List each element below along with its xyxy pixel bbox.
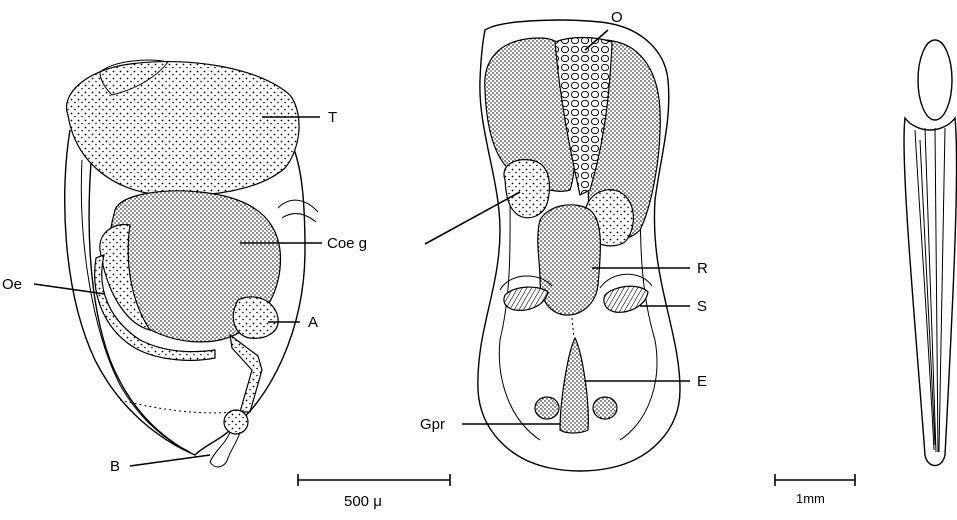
lateral-pouch-left — [504, 160, 549, 218]
basal-bulb — [224, 410, 248, 434]
leader-Coe-g-middle — [425, 192, 520, 244]
leader-B — [130, 455, 210, 466]
label-E: E — [697, 373, 707, 390]
lateral-view — [34, 60, 322, 467]
anus-region-A — [233, 297, 278, 338]
label-Oe: Oe — [2, 276, 22, 293]
stalk-B — [210, 432, 240, 467]
cone-E — [560, 338, 588, 433]
zooid-fibers — [915, 128, 945, 452]
rectum-R — [538, 205, 601, 315]
sac-S-right — [604, 286, 648, 312]
scale-bar-1mm-label: 1mm — [796, 491, 825, 506]
intestine — [230, 335, 262, 412]
sac-S-left — [504, 287, 548, 310]
label-B: B — [110, 458, 120, 475]
label-S: S — [697, 298, 707, 315]
gonad-lobe-right — [593, 397, 617, 419]
label-O: O — [611, 9, 623, 26]
leader-Oe — [34, 284, 105, 294]
tentacle-crown-T — [67, 62, 300, 196]
scale-bar-1mm: 1mm — [775, 474, 855, 506]
zooid-head — [918, 40, 952, 120]
label-R: R — [697, 260, 708, 277]
scale-bar-500-label: 500 μ — [344, 493, 382, 510]
frontal-view — [425, 20, 690, 471]
elongated-zooid — [904, 40, 957, 466]
dotted-link — [572, 318, 574, 338]
gonad-lobe-left — [535, 397, 559, 419]
label-T: T — [328, 109, 337, 126]
lateral-tube — [278, 200, 318, 222]
label-Coe-g: Coe g — [327, 235, 367, 252]
label-Gpr: Gpr — [420, 416, 445, 433]
scale-bar-500: 500 μ — [298, 474, 450, 510]
label-A: A — [308, 314, 318, 331]
